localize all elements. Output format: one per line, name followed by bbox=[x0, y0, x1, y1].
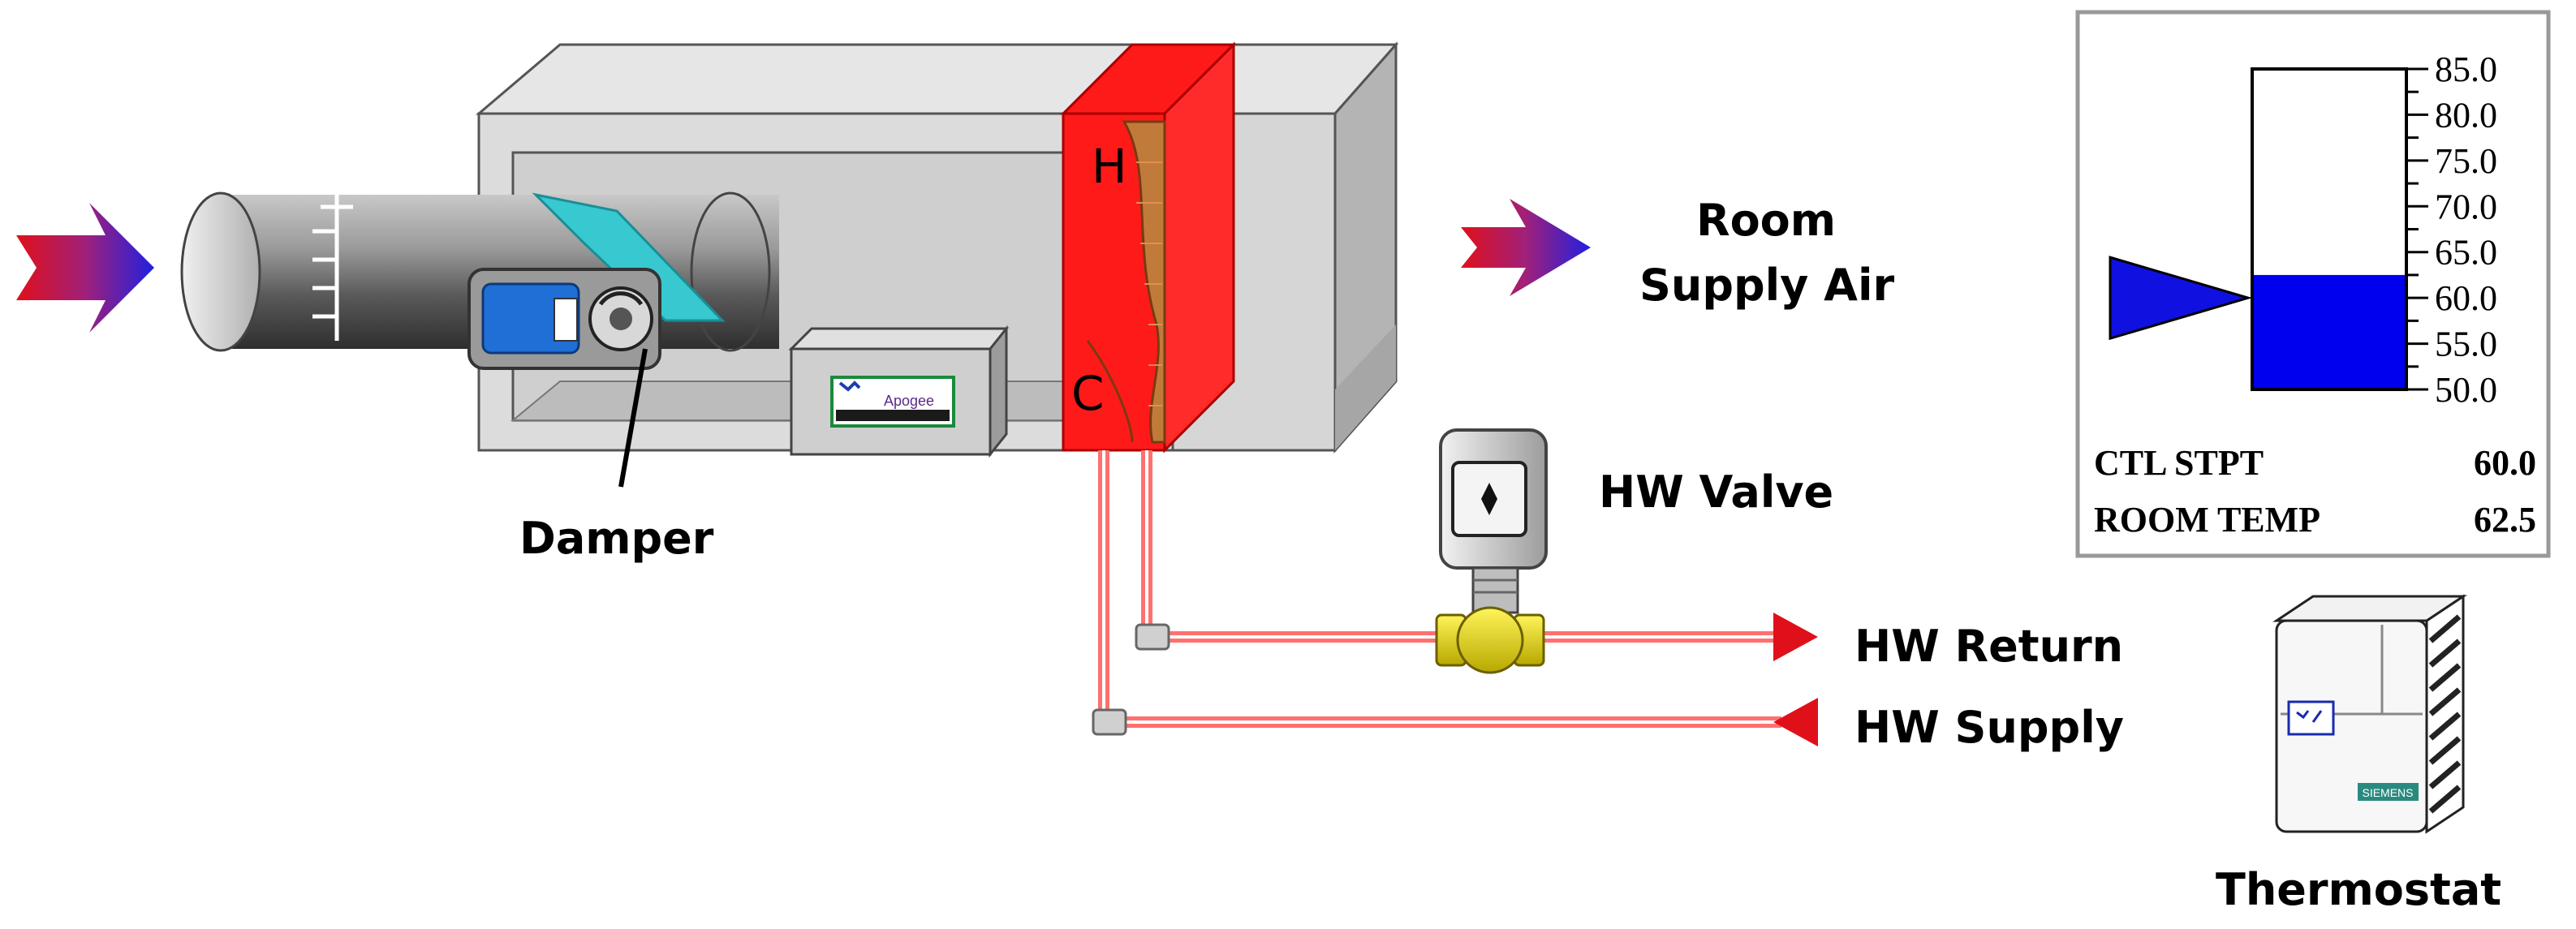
hw-return-arrow bbox=[1773, 613, 1818, 661]
room-temp-value: 62.5 bbox=[2474, 500, 2536, 540]
gauge-tick-label: 55.0 bbox=[2435, 325, 2497, 364]
damper-leader-line bbox=[618, 348, 648, 488]
coil-heat-label: H bbox=[1092, 139, 1127, 194]
ctl-stpt-value: 60.0 bbox=[2474, 443, 2536, 483]
damper-blade bbox=[532, 192, 726, 322]
outlet-airflow-arrow bbox=[1461, 199, 1591, 296]
coil-cool-label: C bbox=[1071, 366, 1105, 421]
hw-supply-label: HW Supply bbox=[1854, 702, 2124, 753]
damper-actuator bbox=[467, 268, 661, 370]
temperature-gauge-panel: 85.0 80.0 75.0 70.0 65.0 60.0 55.0 50.0 CTL STP… bbox=[2075, 10, 2551, 558]
flow-sensor-ring bbox=[312, 195, 353, 341]
controller-brand-label: Apogee bbox=[884, 393, 934, 409]
thermostat-label: Thermostat bbox=[2216, 864, 2501, 915]
hot-water-piping bbox=[1092, 450, 1781, 736]
hw-valve bbox=[1435, 428, 1548, 674]
hw-supply-arrow bbox=[1773, 698, 1818, 746]
gauge-tick-label: 60.0 bbox=[2435, 278, 2497, 318]
room-supply-air-label-line2: Supply Air bbox=[1639, 260, 1894, 311]
gauge-tick-label: 65.0 bbox=[2435, 233, 2497, 273]
room-supply-air-label-line1: Room bbox=[1696, 195, 1836, 246]
damper-label: Damper bbox=[519, 513, 714, 564]
gauge-scale-ticks: 85.0 80.0 75.0 70.0 65.0 60.0 55.0 50.0 bbox=[2406, 49, 2497, 410]
thermostat-device: SIEMENS bbox=[2272, 594, 2467, 834]
gauge-tick-label: 75.0 bbox=[2435, 141, 2497, 181]
hw-valve-label: HW Valve bbox=[1599, 467, 1833, 518]
gauge-tick-label: 50.0 bbox=[2435, 370, 2497, 410]
room-temp-label: ROOM TEMP bbox=[2094, 500, 2320, 540]
controller-logo-icon bbox=[838, 381, 861, 392]
inlet-airflow-arrow bbox=[16, 203, 154, 333]
thermostat-brand-label: SIEMENS bbox=[2362, 786, 2413, 799]
gauge-tick-label: 80.0 bbox=[2435, 95, 2497, 135]
gauge-tick-label: 85.0 bbox=[2435, 49, 2497, 89]
hw-return-label: HW Return bbox=[1854, 621, 2123, 672]
gauge-fill-bar bbox=[2254, 274, 2405, 388]
controller: Apogee bbox=[788, 325, 1010, 458]
setpoint-pointer-icon bbox=[2109, 256, 2253, 341]
ctl-stpt-label: CTL STPT bbox=[2094, 443, 2264, 483]
heating-coil: H C bbox=[1060, 41, 1237, 454]
gauge-tick-label: 70.0 bbox=[2435, 187, 2497, 226]
